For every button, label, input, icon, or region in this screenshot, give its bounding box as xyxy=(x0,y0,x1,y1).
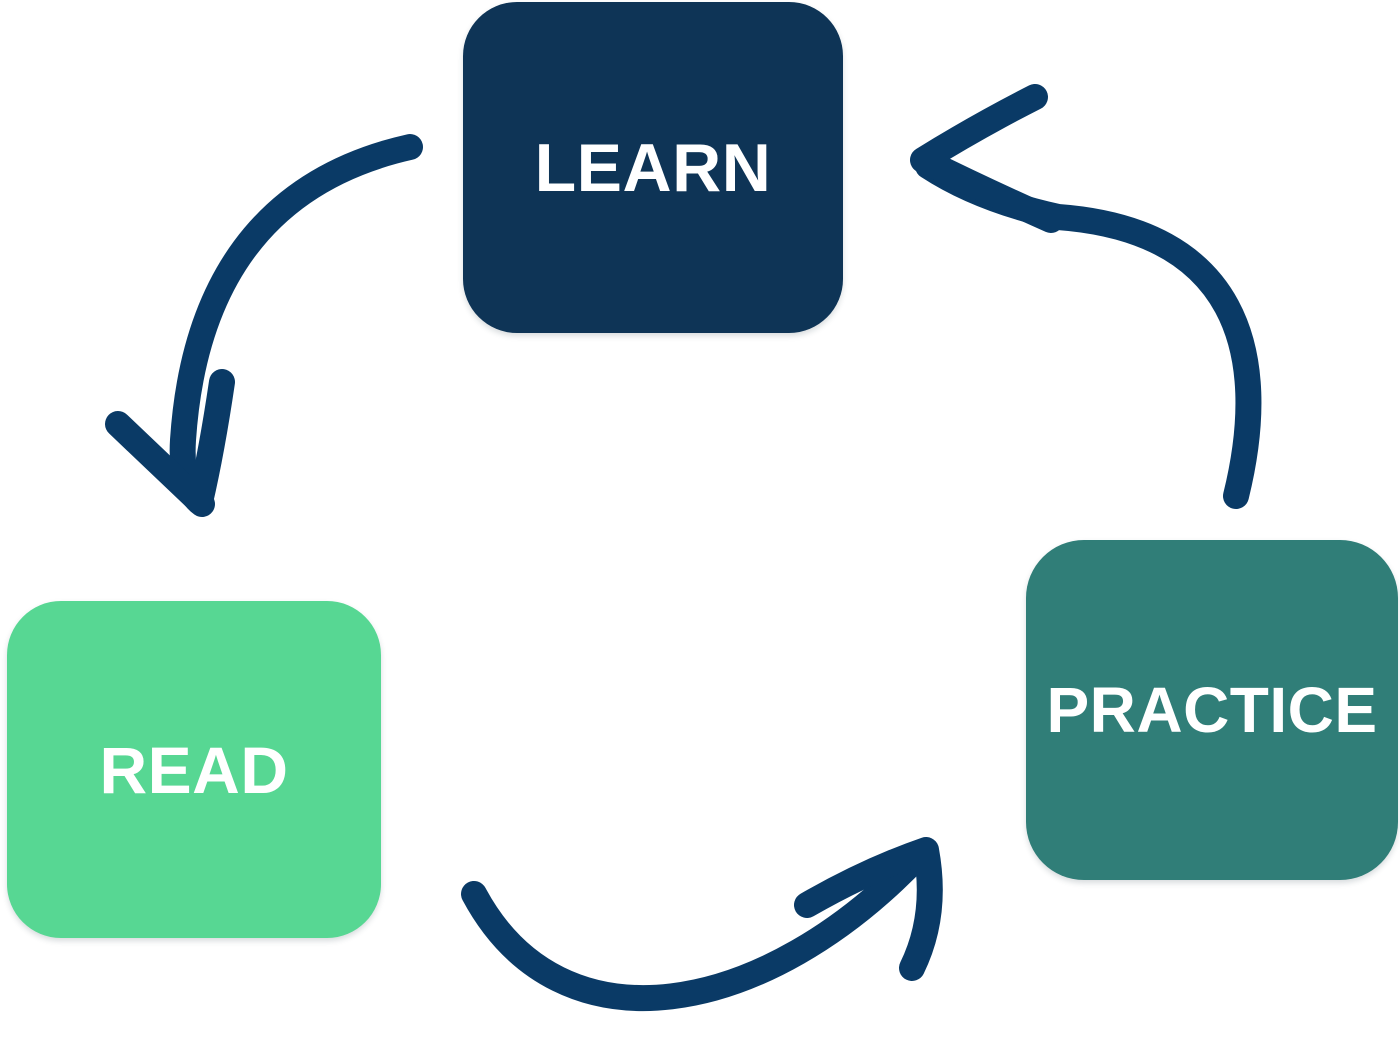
arrow-read-to-practice-curve xyxy=(461,839,935,1012)
node-read-label: READ xyxy=(99,732,289,807)
arrow-practice-to-learn xyxy=(910,84,1262,509)
node-learn: LEARN xyxy=(463,2,843,333)
arrow-practice-to-learn-head xyxy=(910,84,1064,233)
node-practice-label: PRACTICE xyxy=(1046,674,1378,746)
node-read: READ xyxy=(7,601,381,938)
arrow-practice-to-learn-curve xyxy=(915,153,1262,509)
arrow-learn-to-read xyxy=(105,134,423,517)
node-learn-label: LEARN xyxy=(534,129,772,206)
node-practice: PRACTICE xyxy=(1026,540,1398,880)
arrow-read-to-practice-head xyxy=(794,837,943,981)
arrow-read-to-practice xyxy=(461,837,943,1012)
arrow-learn-to-read-head xyxy=(105,369,235,515)
